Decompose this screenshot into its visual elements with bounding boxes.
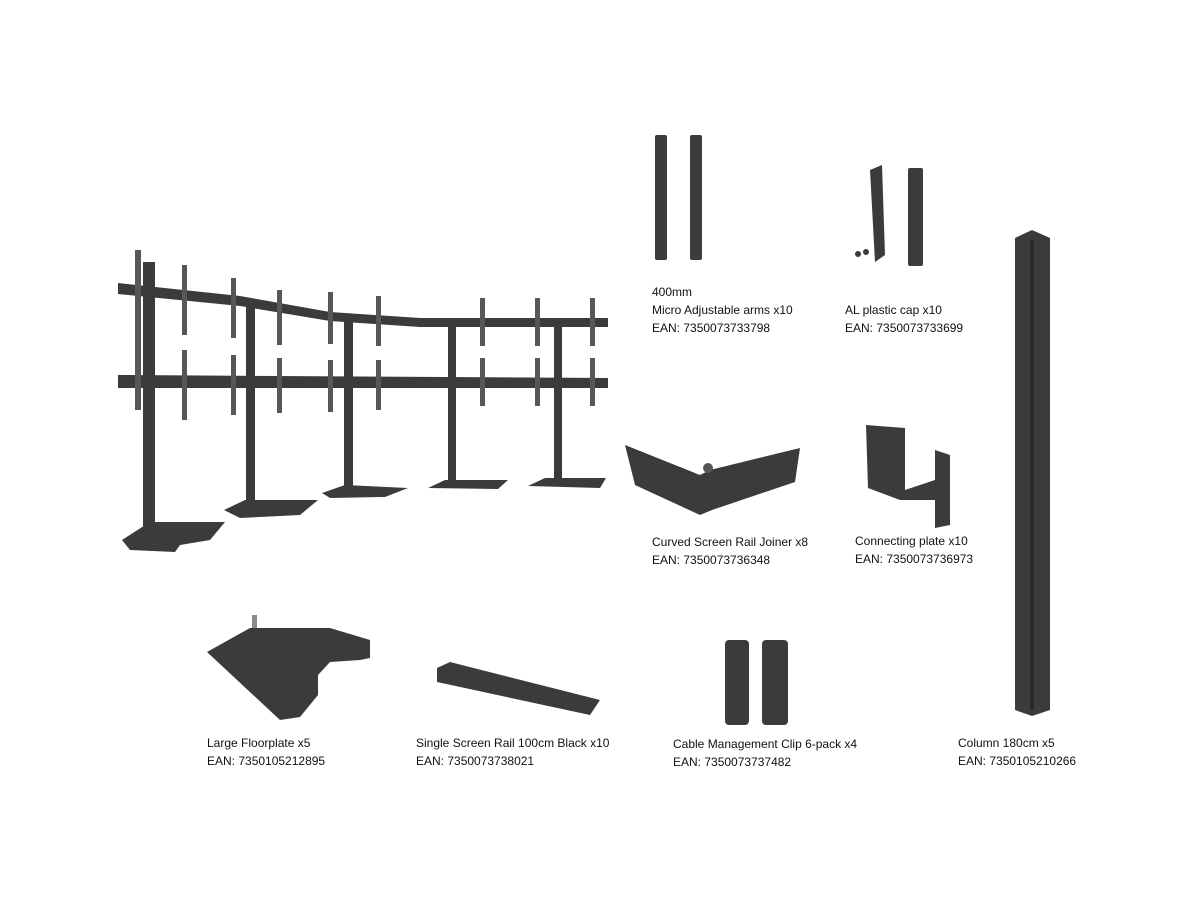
column-label: Column 180cm x5 EAN: 7350105210266 (958, 734, 1076, 770)
clip-ean: EAN: 7350073737482 (673, 755, 792, 769)
micro-adjustable-arms-image (655, 135, 702, 260)
screen-rail-image (437, 662, 600, 715)
floorplate-label: Large Floorplate x5 EAN: 7350105212895 (207, 734, 325, 770)
cap-ean: EAN: 7350073733699 (845, 321, 964, 335)
video-wall-assembly (118, 250, 608, 552)
cap-label: AL plastic cap x10 EAN: 7350073733699 (845, 301, 963, 337)
cap-name: AL plastic cap x10 (845, 303, 942, 317)
rail-ean: EAN: 7350073738021 (416, 754, 535, 768)
cable-clip-image (725, 640, 788, 725)
connecting-plate-ean: EAN: 7350073736973 (855, 552, 974, 566)
rail-name: Single Screen Rail 100cm Black x10 (416, 736, 610, 750)
arms-size: 400mm (652, 285, 693, 299)
arms-name: Micro Adjustable arms x10 (652, 303, 793, 317)
plastic-cap-image (855, 165, 923, 266)
connecting-plate-name: Connecting plate x10 (855, 534, 968, 548)
arms-label: 400mm Micro Adjustable arms x10 EAN: 735… (652, 283, 793, 337)
connecting-plate-label: Connecting plate x10 EAN: 7350073736973 (855, 532, 973, 568)
joiner-name: Curved Screen Rail Joiner x8 (652, 535, 809, 549)
joiner-label: Curved Screen Rail Joiner x8 EAN: 735007… (652, 533, 808, 569)
floorplate-ean: EAN: 7350105212895 (207, 754, 326, 768)
column-ean: EAN: 7350105210266 (958, 754, 1077, 768)
floorplate-name: Large Floorplate x5 (207, 736, 311, 750)
column-image (1015, 230, 1050, 716)
clip-label: Cable Management Clip 6-pack x4 EAN: 735… (673, 735, 857, 771)
clip-name: Cable Management Clip 6-pack x4 (673, 737, 858, 751)
column-name: Column 180cm x5 (958, 736, 1055, 750)
rail-label: Single Screen Rail 100cm Black x10 EAN: … (416, 734, 609, 770)
joiner-ean: EAN: 7350073736348 (652, 553, 771, 567)
rail-joiner-image (625, 445, 800, 515)
arms-ean: EAN: 7350073733798 (652, 321, 771, 335)
connecting-plate-image (866, 425, 950, 528)
floorplate-image (207, 615, 370, 720)
